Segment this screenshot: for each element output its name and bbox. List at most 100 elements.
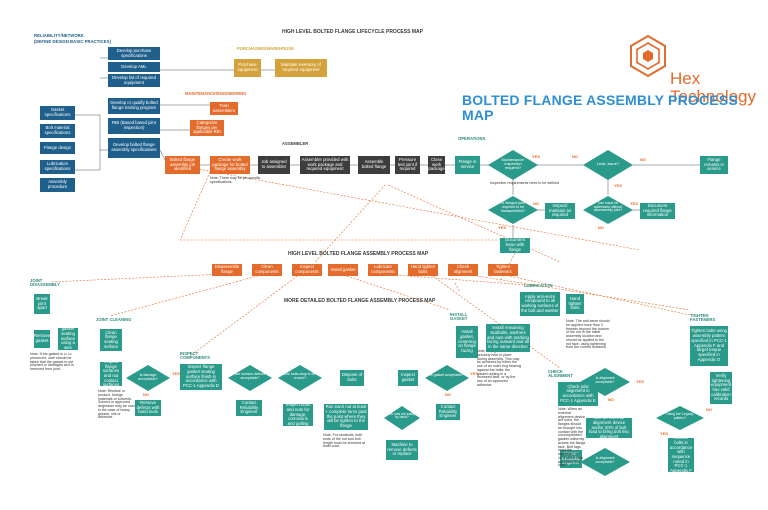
tighten-box: Tighten bolts using assembly pattern spe… <box>690 326 728 366</box>
maintenance-box: Develop or qualify bolted flange trainin… <box>108 98 160 114</box>
alignment-note: Note: When an external alignment device … <box>558 407 586 468</box>
assembly-step: Inspect components <box>292 264 322 276</box>
spec-box: Lubrication specifications <box>40 160 75 174</box>
ops-box: Flange in service <box>455 156 480 174</box>
purchasing-label: PURCHASING/WAREHOUSE <box>237 46 294 51</box>
inspect-note: Note: For studbolts, both ends of the nu… <box>323 433 365 449</box>
main-flow-box: Close work package <box>428 156 445 174</box>
inspect-box: Run each nut at least + complete turns p… <box>324 404 368 430</box>
tighten-fasteners-label: TIGHTEN FASTENERS <box>690 313 716 323</box>
gasket-box: Install gasket, centering on flange faci… <box>456 326 478 358</box>
gasket-decision-text: Is gasket acceptable? <box>430 373 464 377</box>
brand-name: Hex Technology <box>670 69 757 106</box>
reliability-box: Develop list of required equipment <box>108 74 160 87</box>
main-flow-box: Job assigned to assembler <box>258 156 290 174</box>
main-flow-box: Pressure test joint if required <box>395 156 420 174</box>
ops-decision-text: Leak, issue? <box>596 161 620 166</box>
ops-note: Inspection requirements need to be defin… <box>490 181 560 185</box>
package-note: Note: There may be job specific specific… <box>210 176 261 184</box>
no-label: NO <box>598 225 604 230</box>
gasket-note: Note: The gasket must be securely held i… <box>477 349 521 387</box>
yes-label: YES <box>630 201 639 206</box>
main-flow-box: Assembler provided with work package and… <box>300 156 350 174</box>
yes-label: YES <box>172 371 181 376</box>
no-label: NO <box>533 201 539 206</box>
reliability-box: Develop AML <box>108 62 160 72</box>
inspect-decision-text: Are bolts okay to be reused? <box>284 372 316 380</box>
assembler-label: ASSEMBLER <box>282 141 309 146</box>
no-label: NO <box>706 407 712 412</box>
spec-box: Flange design <box>40 142 75 154</box>
spec-box: Gasket specifications <box>40 106 75 120</box>
ops-decision-text: Can issue be addressed without disassemb… <box>593 201 623 213</box>
disassembly-note: Note: If the gasket is to be preserved, … <box>30 352 74 372</box>
lubrication-box: Hand tighten bolts <box>566 294 584 314</box>
gasket-box: Contact Reliability Engineer <box>436 404 460 420</box>
purchasing-box: Maintain inventory of required equipment <box>275 59 327 77</box>
yes-label: YES <box>470 371 479 376</box>
lubrication-label: LUBRICATION <box>524 283 553 288</box>
joint-cleaning-label: JOINT CLEANING <box>96 317 132 322</box>
no-label: NO <box>143 392 149 397</box>
maintenance-box: Categorize flanges per applicable RBI <box>190 120 224 136</box>
maintenance-label: MAINTENANCE/ENGINEERING <box>185 91 247 96</box>
no-label: NO <box>572 154 578 159</box>
maintenance-box: Train assemblers <box>210 102 238 115</box>
inspect-box: Dispose of bolts <box>340 370 364 386</box>
tighten-box: Number bolts in accordance with sequence… <box>668 435 694 474</box>
detailed-header: MORE DETAILED BOLTED FLANGE ASSEMBLY PRO… <box>284 298 436 304</box>
inspect-decision-text: Are surface defects acceptable? <box>234 372 266 380</box>
main-flow-box: Bolted flange assembly job identified <box>165 156 200 174</box>
assembly-step: Lubricate components <box>368 264 398 276</box>
check-alignment-label: CHECK ALIGNMENT <box>548 369 573 379</box>
yes-label: YES <box>532 154 541 159</box>
alignment-decision-text: Is alignment acceptable? <box>595 376 615 384</box>
spec-box: Bolt material specifications <box>40 124 75 138</box>
spec-box: Assembly procedure <box>40 178 75 192</box>
lubrication-box: Install remaining studbolts, washers and… <box>486 324 530 352</box>
reliability-sub-label: (DEFINE DESIGN BASIC PRACTICES) <box>34 39 111 44</box>
joint-disassembly-label: JOINT DISASSEMBLY <box>30 278 60 288</box>
lifecycle-header: HIGH LEVEL BOLTED FLANGE LIFECYCLE PROCE… <box>282 29 423 35</box>
operations-label: OPERATIONS <box>458 136 486 141</box>
no-label: NO <box>608 397 614 402</box>
alignment-box: Check joint alignment in accordance with… <box>558 382 598 406</box>
inspect-box: Contact Reliability Engineer <box>236 400 262 416</box>
tighten-box: Verify tightening equipment has valid ca… <box>710 372 732 404</box>
assembly-step: Install gasket <box>328 264 358 276</box>
page-title: BOLTED FLANGE ASSEMBLY PROCESS MAP <box>462 92 738 123</box>
ops-box: Flange remains in service <box>700 156 728 174</box>
cleaning-box: Clean gasket seating surface using a wir… <box>58 322 78 355</box>
reliability-box: Develop purchase specifications <box>108 47 160 60</box>
alignment-decision-text: Is alignment acceptable? <box>595 456 615 464</box>
assembly-step: Clean components <box>252 264 282 276</box>
disassembly-box: Break joint apart <box>34 294 50 314</box>
inspect-components-label: INSPECT COMPONENTS <box>180 351 211 361</box>
ops-box: Document issue with flange <box>500 238 530 253</box>
lubrication-box: Apply anti-seize compound to all working… <box>520 292 560 316</box>
tighten-decision-text: Using the 'Legacy' pattern? <box>666 412 694 420</box>
assembly-step: Hand tighten bolts <box>408 264 438 276</box>
assembly-step: Disassemble flange <box>212 264 242 276</box>
alignment-box: Use an external alignment device and/or … <box>586 415 632 439</box>
gasket-box: Machine to remove defects or replace <box>386 440 418 460</box>
assembly-step: Check alignment <box>448 264 478 276</box>
yes-label: YES <box>498 225 507 230</box>
ops-box: Document required flange information <box>640 203 675 219</box>
reliability-label: RELIABILITY/NETWORK <box>34 33 84 38</box>
cleaning-box: Clean flange seating surface <box>100 329 122 351</box>
assembly-step: Tighten fasteners <box>488 264 518 276</box>
maintenance-box: Develop bolted flange assembly specifica… <box>108 138 160 158</box>
gasket-decision-text: Do nuts run easily by hand? <box>388 412 416 420</box>
hex-logo-icon <box>630 34 666 78</box>
disassembly-box: Remove gasket <box>34 330 50 348</box>
no-label: NO <box>640 157 646 162</box>
yes-label: YES <box>660 431 669 436</box>
assembly-header: HIGH LEVEL BOLTED FLANGE ASSEMBLY PROCES… <box>288 251 429 257</box>
gasket-box: Inspect gasket <box>398 370 418 386</box>
yes-label: YES <box>636 379 645 384</box>
ops-box: Inspect/ maintain as required <box>545 203 575 219</box>
alignment-box: Contact Reliability Engineer <box>560 450 582 468</box>
inspect-box: Remove defects with hand tools <box>135 399 161 416</box>
